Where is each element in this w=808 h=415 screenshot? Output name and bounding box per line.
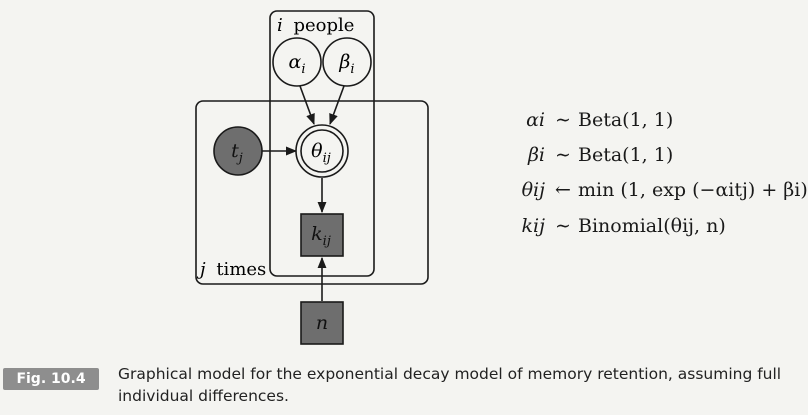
equation-alpha: αi ∼ Beta(1, 1) [470,106,780,134]
equation-theta: θij ← min (1, exp (−αitj) + βi) [470,176,808,204]
node-k-subscript: ij [323,234,331,249]
node-t: tj [213,126,263,176]
equation-theta-lhs: θij [521,179,545,201]
node-n: n [300,301,344,345]
node-alpha-symbol: α [288,51,301,73]
node-theta: θij [295,124,349,178]
node-alpha-subscript: i [301,62,305,77]
node-alpha: αi [272,37,322,87]
svg-text:kij: kij [311,223,331,249]
svg-text:i people: i people [277,15,354,36]
plate-people-label: people [294,15,355,36]
edge-beta-theta [329,85,345,126]
node-t-symbol: t [231,140,239,162]
equation-k-rhs: Binomial(θij, n) [578,215,726,237]
equation-beta-lhs: βi [527,144,545,166]
node-beta-symbol: β [338,51,350,73]
equation-beta-rhs: Beta(1, 1) [578,144,674,166]
figure-number-badge: Fig. 10.4 [3,368,99,390]
node-theta-symbol: θ [311,140,323,162]
plate-times: j times [195,100,429,285]
equation-theta-op: ← [555,179,571,201]
plate-people-index: i [277,15,283,36]
edges [262,85,345,301]
equation-alpha-op: ∼ [555,109,571,131]
plate-times-label: times [216,259,266,280]
node-theta-subscript: ij [323,151,331,166]
equation-alpha-rhs: Beta(1, 1) [578,109,674,131]
node-t-subscript: j [236,151,243,166]
equation-k-lhs: kij [521,215,545,237]
figure-caption: Graphical model for the exponential deca… [118,365,782,405]
svg-text:θij: θij [311,140,331,166]
node-beta: βi [322,37,372,87]
svg-text:tj: tj [231,140,243,166]
equation-k: kij ∼ Binomial(θij, n) [470,212,780,240]
equation-theta-rhs: min (1, exp (−αitj) + βi) [578,179,808,201]
plate-times-index: j [196,259,206,280]
node-k-symbol: k [311,223,323,245]
equation-beta: βi ∼ Beta(1, 1) [470,141,780,169]
equation-k-op: ∼ [555,215,571,237]
svg-text:αi: αi [288,51,305,77]
equation-alpha-lhs: αi [526,109,545,131]
graphical-model-diagram: i people j times αi βi tj [195,10,429,345]
svg-text:j times: j times [196,259,266,280]
node-beta-subscript: i [350,62,354,77]
svg-text:βi: βi [338,51,354,77]
edge-alpha-theta [299,85,315,126]
node-k: kij [300,213,344,257]
svg-text:n: n [316,312,328,334]
equation-beta-op: ∼ [555,144,571,166]
node-n-symbol: n [316,312,328,334]
